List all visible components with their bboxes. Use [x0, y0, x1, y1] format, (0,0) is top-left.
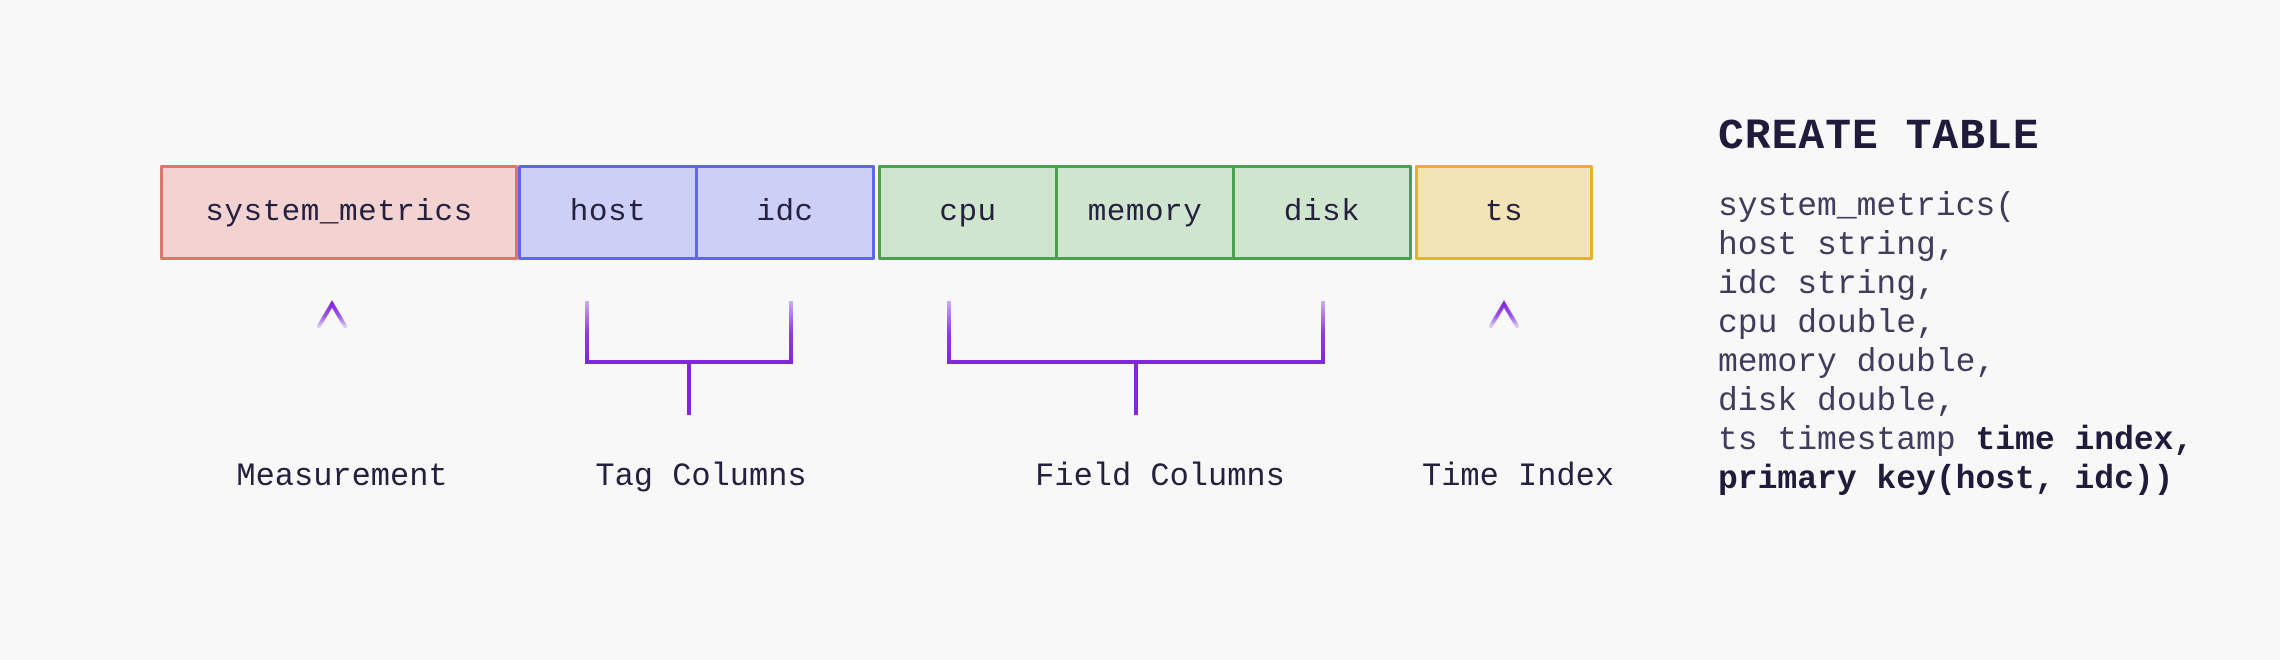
tag-columns-label: Tag Columns [595, 458, 807, 495]
cell-label: idc [756, 195, 814, 230]
table-cell-system-metrics: system_metrics [160, 165, 518, 260]
cell-label: disk [1283, 195, 1361, 230]
sql-line: memory double, [1718, 344, 1996, 382]
sql-body: system_metrics( host string, idc string,… [1718, 187, 2193, 499]
cell-label: cpu [939, 195, 997, 230]
measurement-label: Measurement [236, 458, 448, 495]
cell-label: host [569, 195, 647, 230]
sql-title: CREATE TABLE [1718, 112, 2040, 161]
time-index-up-arrow-icon [1489, 300, 1519, 412]
time-index-label: Time Index [1421, 458, 1615, 495]
measurement-up-arrow-icon [317, 300, 347, 412]
cell-label: system_metrics [205, 195, 473, 230]
table-cell-ts: ts [1415, 165, 1593, 260]
field-columns-label: Field Columns [1035, 458, 1285, 495]
table-cell-host: host [518, 165, 698, 260]
table-cell-idc: idc [695, 165, 875, 260]
create-table-sql-snippet: CREATE TABLE system_metrics( host string… [1718, 112, 2193, 499]
cell-label: ts [1484, 195, 1524, 230]
sql-line: cpu double, [1718, 305, 1936, 343]
sql-line: host string, [1718, 227, 1956, 265]
sql-line: idc string, [1718, 266, 1936, 304]
table-cell-memory: memory [1055, 165, 1235, 260]
table-cell-cpu: cpu [878, 165, 1058, 260]
sql-line: system_metrics( [1718, 188, 2016, 226]
field-columns-bracket-icon [947, 301, 1325, 415]
cell-label: memory [1087, 195, 1203, 230]
sql-line: primary key(host, idc)) [1718, 461, 2174, 499]
table-cell-disk: disk [1232, 165, 1412, 260]
sql-line: ts timestamp time index, [1718, 422, 2194, 460]
sql-line: disk double, [1718, 383, 1956, 421]
tag-columns-bracket-icon [585, 301, 793, 415]
